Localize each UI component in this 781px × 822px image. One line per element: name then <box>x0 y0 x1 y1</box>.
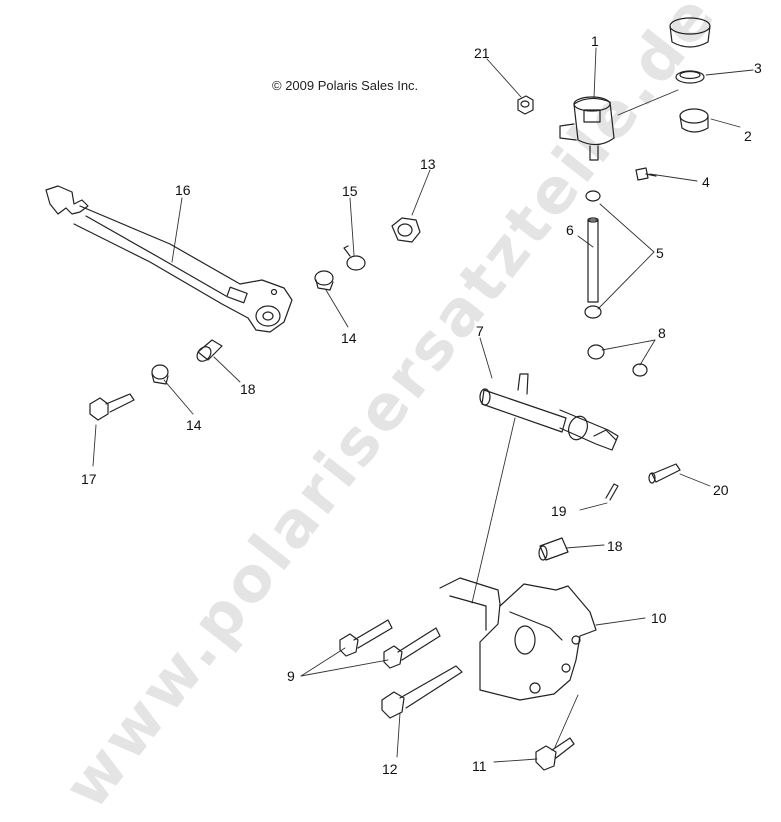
cap-part <box>669 17 711 48</box>
callout-16: 16 <box>175 182 191 198</box>
callout-11: 11 <box>472 758 487 774</box>
callout-10: 10 <box>651 610 667 626</box>
clip-part <box>343 245 366 271</box>
diaphragm-3-part <box>675 70 705 84</box>
hose-part <box>584 190 602 319</box>
brake-pedal-part <box>45 185 293 333</box>
callout-14-lower: 14 <box>186 417 202 433</box>
diagram-drawing <box>45 17 754 771</box>
bracket-part <box>439 577 597 701</box>
nut-8-part <box>587 344 648 377</box>
bolt-12-part <box>381 665 463 719</box>
cotter-pin-part <box>605 483 619 501</box>
callout-2: 2 <box>744 128 752 144</box>
callout-8: 8 <box>658 325 666 341</box>
sleeve-18-right <box>538 537 569 561</box>
bolt-9-upper <box>339 619 393 657</box>
sleeve-18-left <box>196 339 223 362</box>
callout-21: 21 <box>474 45 490 61</box>
master-cylinder-part <box>479 373 619 451</box>
bolt-11-part <box>535 737 575 771</box>
bushing-14-upper <box>314 270 334 291</box>
callout-7: 7 <box>476 323 484 339</box>
callout-12: 12 <box>382 761 398 777</box>
callout-20: 20 <box>713 482 729 498</box>
nut-13-part <box>391 217 421 243</box>
parts-diagram: www.polarisersatzteile.de <box>45 0 762 822</box>
callout-15: 15 <box>342 183 358 199</box>
clevis-pin-part <box>648 463 681 484</box>
callout-5: 5 <box>656 245 664 261</box>
callout-4: 4 <box>702 174 710 190</box>
callout-3: 3 <box>754 60 762 76</box>
callout-1: 1 <box>591 33 599 49</box>
callout-14-upper: 14 <box>341 330 357 346</box>
callout-18-right: 18 <box>607 538 623 554</box>
callout-18-left: 18 <box>240 381 256 397</box>
callout-13: 13 <box>420 156 436 172</box>
seal-2-part <box>679 108 709 133</box>
nut-21-part <box>517 95 534 115</box>
callout-6: 6 <box>566 222 574 238</box>
leader-lines <box>92 47 754 763</box>
callout-9: 9 <box>287 668 295 684</box>
bushing-14-lower <box>151 364 169 385</box>
bolt-9-lower <box>383 627 441 669</box>
bolt-17-part <box>89 393 135 421</box>
callout-19: 19 <box>551 503 567 519</box>
callout-17: 17 <box>81 471 97 487</box>
screw-4-part <box>635 167 657 181</box>
copyright-text: © 2009 Polaris Sales Inc. <box>272 78 419 93</box>
reservoir-part <box>559 96 615 161</box>
